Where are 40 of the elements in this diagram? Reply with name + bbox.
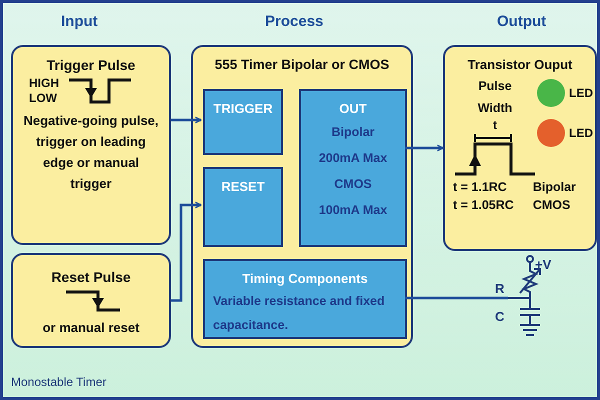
input-box <box>443 45 597 251</box>
description-text: or manual reset <box>42 319 140 337</box>
box-title: Reset Pulse <box>51 268 131 287</box>
box-title: Transistor Ouput <box>466 56 574 74</box>
connector-arrow <box>171 116 202 124</box>
pulse-width-label: Pulse Width <box>476 78 514 116</box>
block-title: TRIGGER <box>212 100 274 118</box>
led-label: LED <box>569 84 593 102</box>
type-label: Bipolar <box>532 178 577 196</box>
block-box <box>203 89 283 155</box>
block-box <box>203 167 283 247</box>
led-label: LED <box>569 124 593 142</box>
input-box <box>11 253 171 348</box>
type-label: CMOS <box>532 196 572 214</box>
connector-arrow <box>405 144 444 152</box>
time-label: t <box>493 118 497 132</box>
connector-arrow <box>171 202 202 302</box>
circuit-label: +V <box>535 256 552 274</box>
circuit-label: C <box>495 308 504 326</box>
description-text: Negative-going pulse, trigger on leading edge or manual trigger <box>22 112 160 193</box>
box-title: 555 Timer Bipolar or CMOS <box>214 56 390 74</box>
block-box <box>203 259 407 339</box>
output-rating-text: Bipolar 200mA Max CMOS 100mA Max <box>318 124 388 218</box>
block-title: OUT <box>339 100 367 118</box>
formula-text: t = 1.1RC <box>453 178 508 196</box>
column-heading: Input <box>61 12 98 32</box>
block-title: RESET <box>220 178 266 196</box>
block-title: Timing Components <box>241 270 369 288</box>
timer-box <box>191 45 413 348</box>
level-label: LOW <box>29 91 58 106</box>
input-box <box>11 45 171 245</box>
description-text: Variable resistance and fixed capacitance. <box>213 292 386 334</box>
caption: Monostable Timer <box>11 374 106 391</box>
level-label: HIGH <box>29 76 59 91</box>
column-heading: Process <box>265 12 324 32</box>
box-title: Trigger Pulse <box>46 56 136 75</box>
circuit-label: R <box>495 280 504 298</box>
column-heading: Output <box>497 12 546 32</box>
formula-text: t = 1.05RC <box>453 196 515 214</box>
block-box <box>299 89 407 247</box>
